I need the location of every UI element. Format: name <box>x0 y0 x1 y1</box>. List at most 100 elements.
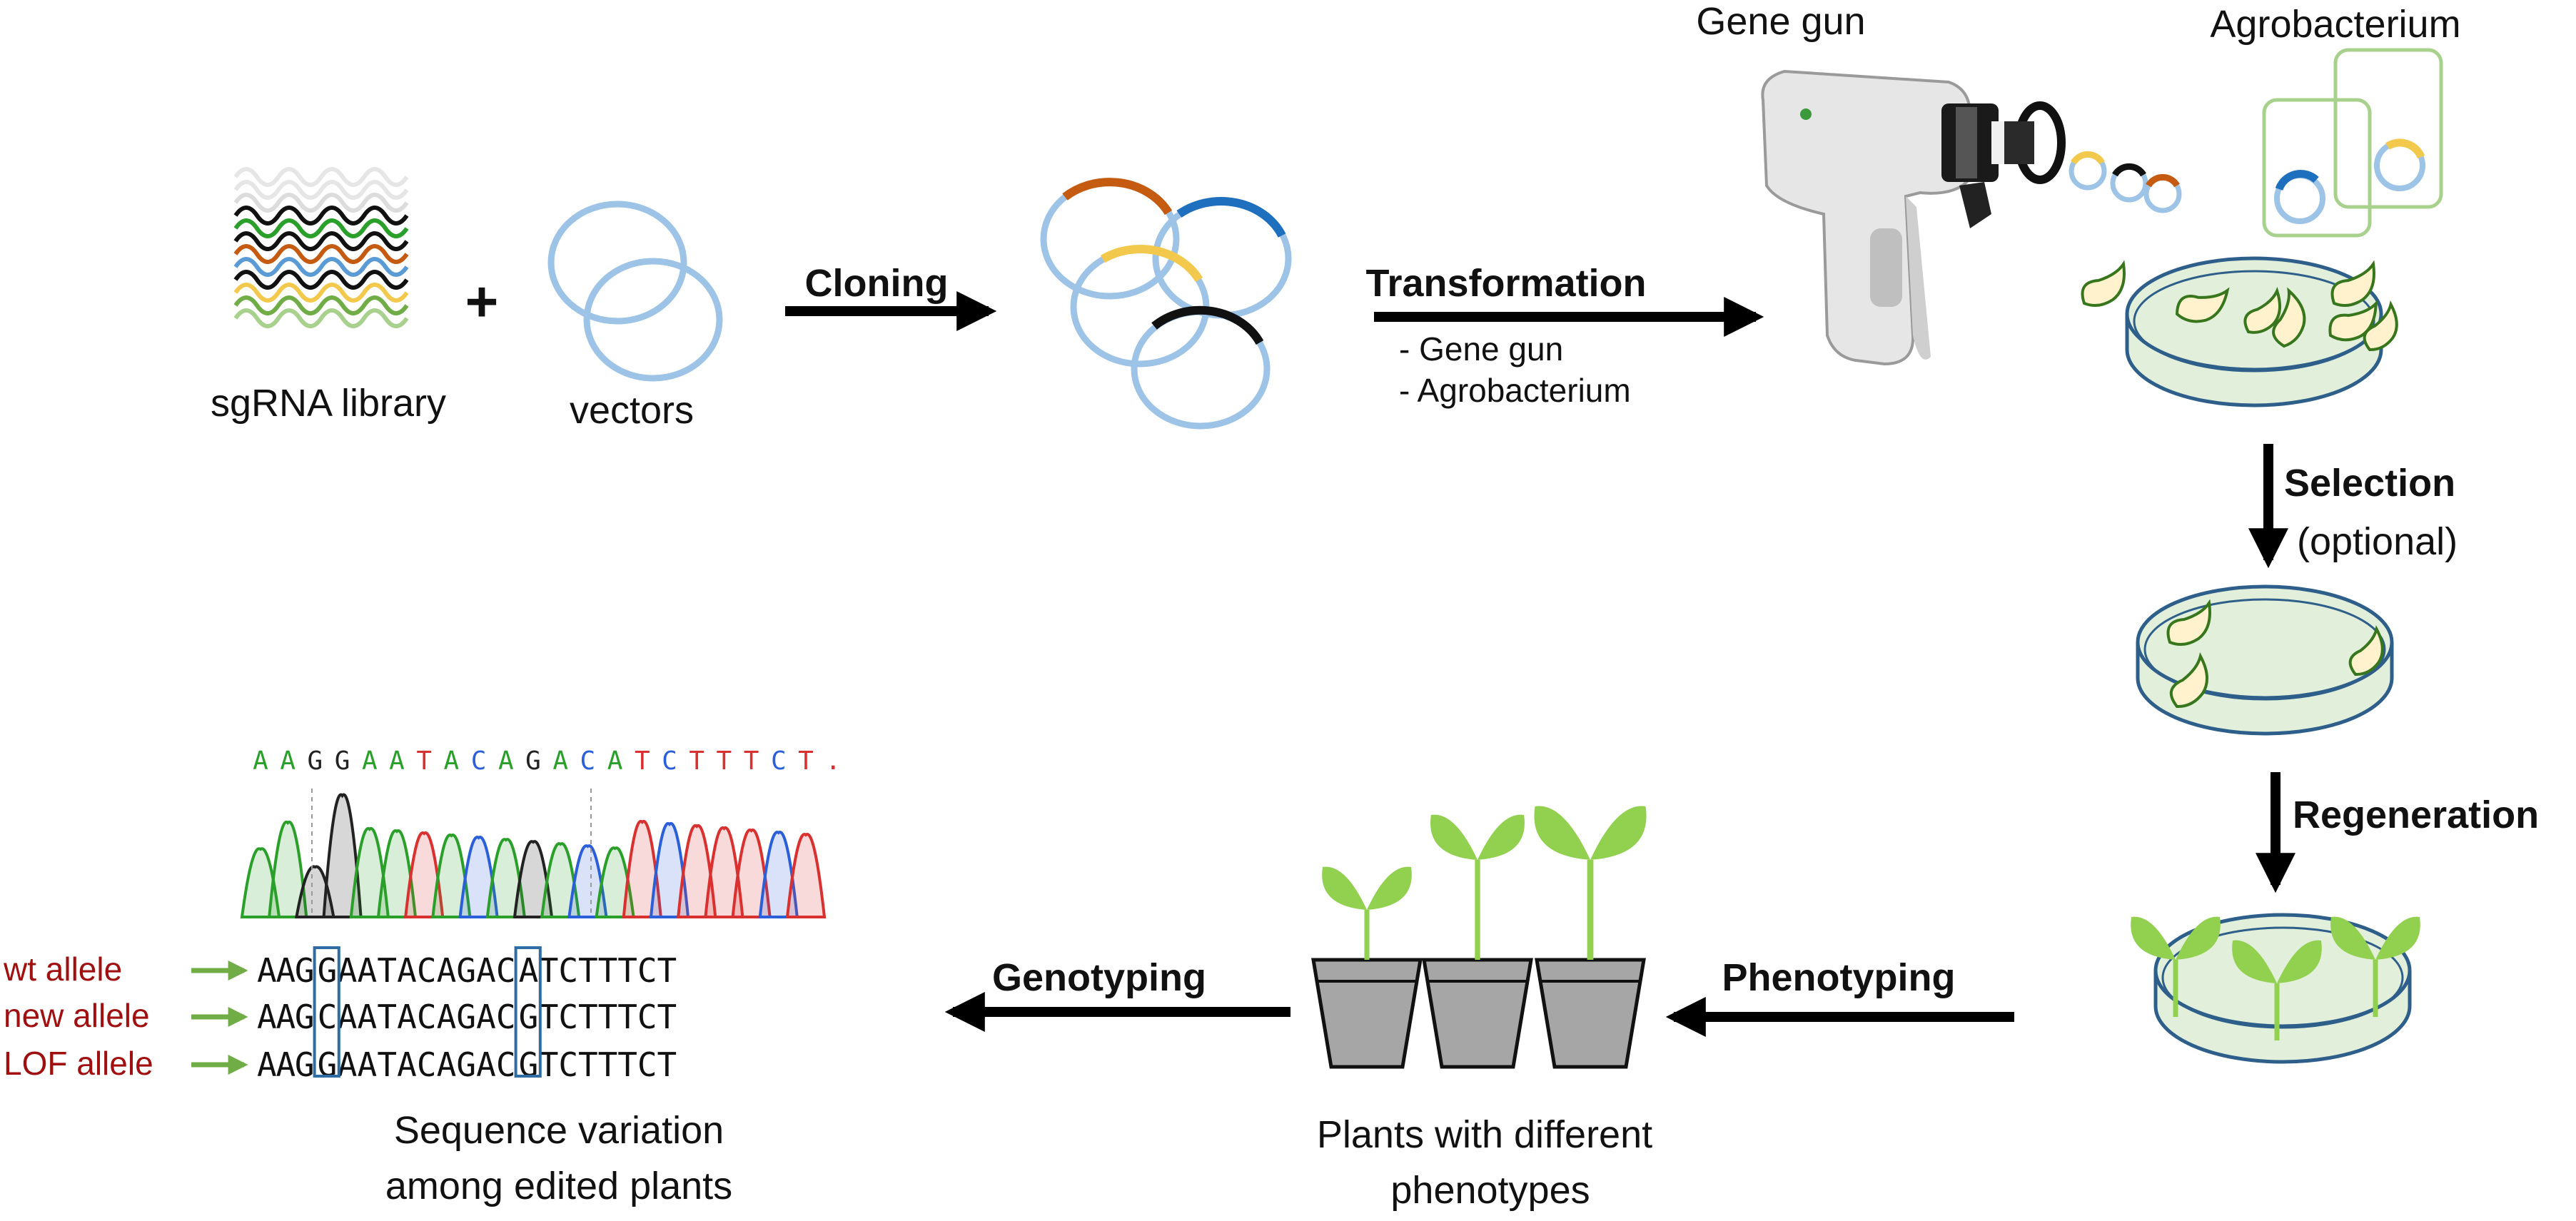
allele-seq-variant2: G <box>519 1045 539 1084</box>
petri-dish-selection <box>2136 584 2394 736</box>
method-gene-gun: - Gene gun <box>1399 330 1563 368</box>
sgrna-wave <box>233 193 409 213</box>
allele-seq-middle: AATACAGAC <box>338 998 516 1036</box>
cloned-vectors-icon <box>1040 178 1292 430</box>
chromatogram-base: A <box>362 746 378 776</box>
dish-inner <box>2161 926 2404 1029</box>
sgrna-wave <box>233 257 409 277</box>
chromatogram-base: T <box>689 746 704 776</box>
chromatogram-base: C <box>662 746 677 776</box>
pot <box>1422 958 1533 1069</box>
explant-leaf <box>2348 624 2384 677</box>
chromatogram-base: A <box>498 746 514 776</box>
chromatogram-base: A <box>280 746 296 776</box>
allele-seq-suffix: TCTTTCT <box>539 998 677 1036</box>
chromatogram-base: G <box>308 746 323 776</box>
sgrna-wave <box>233 231 409 251</box>
explant-leaf <box>2081 260 2126 308</box>
sgrna-library-label: sgRNA library <box>211 382 446 425</box>
chromatogram-base: A <box>253 746 268 776</box>
chromatogram-peak <box>267 820 308 918</box>
allele-seq-variant1: G <box>318 951 338 990</box>
explant-leaf <box>2169 652 2208 709</box>
allele-label: new allele <box>4 997 150 1034</box>
explant-leaf <box>2363 300 2398 352</box>
agrobacterium-label: Agrobacterium <box>2210 3 2460 46</box>
chromatogram-base: T <box>635 746 650 776</box>
pot <box>1535 958 1646 1069</box>
allele-seq-variant2: A <box>519 951 539 990</box>
allele-seq-variant1: C <box>318 998 338 1036</box>
explant-leaf <box>2243 287 2282 334</box>
agrobacterium-icon <box>2262 48 2443 238</box>
chromatogram-base: A <box>552 746 568 776</box>
chromatogram-base: G <box>335 746 350 776</box>
vectors-icon <box>547 201 723 382</box>
explant-leaf <box>2166 599 2211 647</box>
variant-box <box>313 946 340 1078</box>
vectors-label: vectors <box>570 389 694 432</box>
sgrna-wave <box>233 244 409 264</box>
plants-caption-line2: phenotypes <box>1390 1169 1590 1212</box>
seedling-leaf <box>1534 806 1590 860</box>
seedling-leaf <box>2375 916 2420 960</box>
chromatogram-base: C <box>771 746 787 776</box>
chromatogram-base: C <box>471 746 487 776</box>
sgrna-wave <box>233 295 409 315</box>
method-agrobacterium: - Agrobacterium <box>1399 372 1631 409</box>
sgrna-wave <box>233 167 409 187</box>
seedling-leaf <box>2131 916 2176 960</box>
petri-dish-regeneration <box>2131 913 2420 1064</box>
sgrna-wave <box>233 270 409 290</box>
regeneration-label: Regeneration <box>2293 794 2539 836</box>
allele-seq-variant1: G <box>318 1045 338 1084</box>
transformation-label: Transformation <box>1365 262 1646 305</box>
seedling-leaf <box>1478 814 1525 860</box>
seedling-leaf <box>1430 814 1478 860</box>
sgrna-wave <box>233 308 409 328</box>
chromatogram-base: T <box>798 746 814 776</box>
gene-gun-icon <box>1761 69 2066 366</box>
chromatogram-base: . <box>825 746 841 776</box>
chromatogram-base: T <box>744 746 759 776</box>
allele-seq-suffix: TCTTTCT <box>539 951 677 990</box>
allele-seq-middle: AATACAGAC <box>338 1045 516 1084</box>
allele-seq-prefix: AAG <box>257 998 315 1036</box>
gene-gun-label: Gene gun <box>1696 0 1865 43</box>
sequence-caption-line1: Sequence variation <box>394 1109 724 1152</box>
petri-dish-transformation <box>2081 256 2398 407</box>
chromatogram-base: T <box>717 746 732 776</box>
allele-seq-prefix: AAG <box>257 951 315 990</box>
sequence-caption-line2: among edited plants <box>385 1165 732 1207</box>
chromatogram-base: A <box>607 746 623 776</box>
seedling-leaf <box>1367 866 1412 910</box>
explant-leaf <box>2272 287 2306 348</box>
gene-gun-plasmids-icon <box>2069 151 2182 213</box>
allele-seq-variant2: G <box>519 998 539 1036</box>
sgrna-wave <box>233 206 409 226</box>
explant-leaf <box>2328 300 2378 342</box>
seedling-leaf <box>1590 806 1647 860</box>
allele-seq-prefix: AAG <box>257 1045 315 1084</box>
seedling-leaf <box>2232 940 2277 983</box>
seedling-leaf <box>1322 866 1367 910</box>
chromatogram-peak <box>785 833 827 918</box>
phenotyping-label: Phenotyping <box>1722 956 1956 999</box>
genotyping-label: Genotyping <box>992 956 1206 999</box>
explant-leaf <box>2175 287 2230 323</box>
explant-leaf <box>2330 260 2375 308</box>
chromatogram-base: G <box>525 746 541 776</box>
plants-caption-line1: Plants with different <box>1317 1113 1652 1156</box>
seedling-leaf <box>2330 916 2375 960</box>
sgrna-wave <box>233 283 409 303</box>
pot <box>1311 958 1423 1069</box>
allele-seq-middle: AATACAGAC <box>338 951 516 990</box>
variant-box <box>514 946 542 1078</box>
chromatogram-base: T <box>416 746 432 776</box>
chromatogram-base: A <box>389 746 405 776</box>
chromatogram-base: A <box>444 746 460 776</box>
